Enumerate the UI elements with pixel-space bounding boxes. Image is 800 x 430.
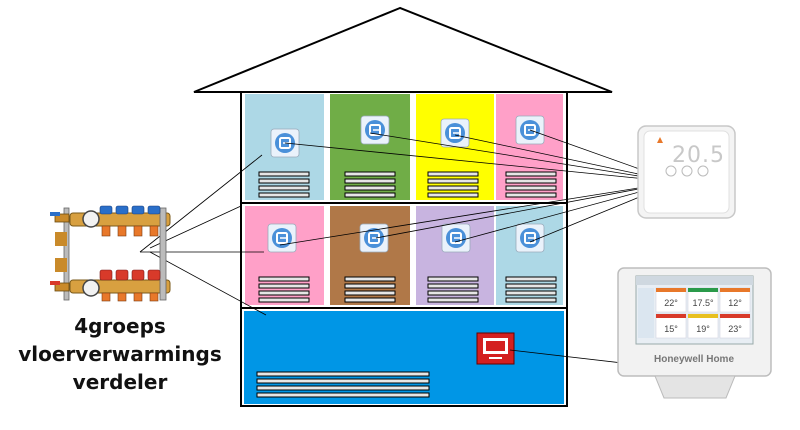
zone-tile[interactable]: 22° (655, 287, 687, 313)
zone-temp: 22° (664, 298, 678, 308)
heating-coil (258, 276, 310, 303)
boiler-relay-icon (476, 332, 515, 365)
house-roof (193, 6, 613, 93)
floor-heating-manifold (50, 205, 171, 302)
manifold-label-line: verdeler (72, 370, 168, 394)
zone-temp: 12° (728, 298, 742, 308)
heating-coil (344, 171, 396, 198)
room-4 (496, 94, 563, 200)
controller-stand (654, 375, 736, 399)
heating-coil (427, 276, 479, 303)
heating-coil (427, 171, 479, 198)
floor-heating-coils (256, 171, 557, 398)
heating-coil (505, 171, 557, 198)
zone-tile[interactable]: 15° (655, 313, 687, 339)
room-sensor-icon (360, 115, 390, 145)
thermostat-button[interactable] (681, 165, 693, 177)
thermostat-button[interactable] (697, 165, 709, 177)
heating-coil (505, 276, 557, 303)
zone-temp: 15° (664, 324, 678, 334)
thermostat-display: 20.5 (672, 143, 725, 168)
controller-brand: Honeywell Home (654, 354, 734, 365)
room-thermostat: 20.5 (637, 125, 736, 219)
room-sensor-icon (515, 223, 545, 253)
manifold-label: 4groeps vloerverwarmings verdeler (0, 312, 240, 396)
heating-coil (258, 171, 310, 198)
zone-tile[interactable]: 19° (687, 313, 719, 339)
room-2 (330, 94, 410, 200)
room-sensor-icon (267, 223, 297, 253)
room-6 (330, 206, 410, 305)
room-8 (496, 206, 563, 305)
zone-temp: 23° (728, 324, 742, 334)
heating-coil (344, 276, 396, 303)
room-sensor-icon (441, 223, 471, 253)
zone-temp: 19° (696, 324, 710, 334)
flame-icon (657, 137, 663, 143)
room-7 (416, 206, 494, 305)
zone-tile[interactable]: 17.5° (687, 287, 719, 313)
zone-temp: 17.5° (692, 298, 714, 308)
central-controller: 22° 17.5° 12° 15° 19° 23° Honeywell Home (617, 267, 772, 399)
room-5 (245, 206, 324, 305)
heating-coil (256, 371, 430, 398)
room-sensor-icon (440, 118, 470, 148)
zone-tile[interactable]: 23° (719, 313, 751, 339)
manifold-label-line: vloerverwarmings (18, 342, 222, 366)
floor-middle (245, 206, 563, 305)
zone-tile[interactable]: 12° (719, 287, 751, 313)
thermostat-button[interactable] (665, 165, 677, 177)
controller-zone-tiles: 22° 17.5° 12° 15° 19° 23° (638, 287, 751, 339)
manifold-label-line: 4groeps (74, 314, 166, 338)
controller-side-panel (638, 288, 654, 338)
